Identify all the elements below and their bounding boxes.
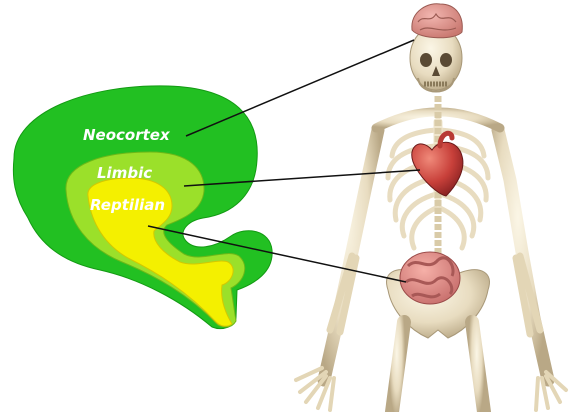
left-eye-socket [420,53,432,67]
reptilian-label: Reptilian [90,196,165,214]
right-eye-socket [440,53,452,67]
right-femur [472,322,484,412]
left-femur [392,322,404,412]
intestines [400,252,460,304]
limbic-label: Limbic [97,164,152,182]
right-hand-bones [536,372,566,410]
neocortex-label: Neocortex [83,126,171,144]
triune-brain-model: Neocortex Limbic Reptilian [13,86,272,329]
skeleton-figure [296,4,566,412]
heart [412,142,463,196]
